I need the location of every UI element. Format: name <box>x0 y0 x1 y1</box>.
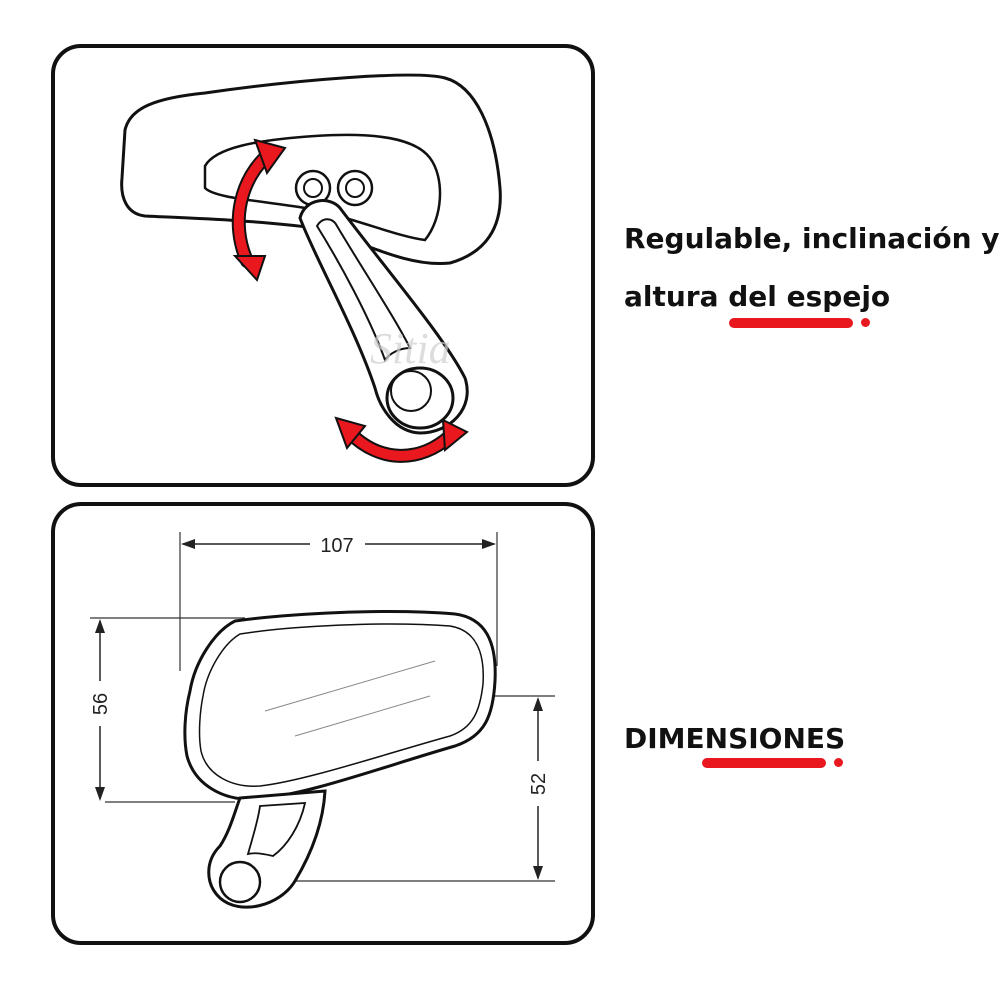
dimensions-caption: DIMENSIONES <box>624 722 846 755</box>
width-arrow-left <box>181 539 195 549</box>
adjustment-caption-line-2: altura del espejo <box>624 280 891 313</box>
pivot-joint-right-inner <box>345 178 365 198</box>
mirror-adjustment-drawing: Sitia <box>120 73 502 463</box>
height56-arrow-bottom <box>95 787 105 801</box>
rotation-arrow-head-right <box>441 418 469 453</box>
adjustment-caption-line-1: Regulable, inclinación y <box>624 222 1000 255</box>
mirror-head-outline <box>183 610 497 801</box>
rotation-arrow <box>345 428 455 461</box>
height-mount-dimension-label: 52 <box>528 773 550 795</box>
height56-arrow-top <box>95 619 105 633</box>
width-arrow-right <box>482 539 496 549</box>
mirror-reflection-line-1 <box>264 660 436 712</box>
dimensions-caption-dot <box>834 758 843 767</box>
adjustment-caption-dot <box>861 318 870 327</box>
adjustment-illustration-panel: Sitia <box>51 44 595 487</box>
mirror-stem-slot <box>246 802 307 857</box>
dimensions-caption-underline <box>702 758 826 768</box>
width-dimension-label: 107 <box>320 535 353 557</box>
mirror-mount-hole <box>218 860 262 904</box>
tilt-arrow-head-bottom <box>232 255 267 282</box>
height52-arrow-top <box>533 697 543 711</box>
pivot-joint-left-inner <box>303 178 323 198</box>
pivot-joint-right <box>336 169 374 207</box>
tilt-arrow-head-top <box>253 138 287 176</box>
mirror-housing-outline <box>120 73 502 266</box>
mirror-reflection-line-2 <box>294 695 431 737</box>
height-mirror-dimension-label: 56 <box>90 693 112 715</box>
mirror-arm-slot <box>315 218 412 363</box>
mirror-glass-edge <box>198 623 484 787</box>
handlebar-clamp-hole <box>390 370 432 412</box>
watermark-text: Sitia <box>370 324 451 373</box>
rotation-arrow-head-left <box>334 416 367 450</box>
handlebar-clamp-ring <box>385 366 455 430</box>
adjustment-caption-underline <box>729 318 853 328</box>
height52-arrow-bottom <box>533 866 543 880</box>
adjustment-caption: Regulable, inclinación y altura del espe… <box>624 210 1000 326</box>
tilt-arrow <box>233 148 275 266</box>
mirror-inner-rim <box>203 133 442 242</box>
dimensions-drawing-panel: 107 56 52 <box>51 502 595 945</box>
mirror-dimensions-drawing: 107 56 52 <box>90 532 555 909</box>
